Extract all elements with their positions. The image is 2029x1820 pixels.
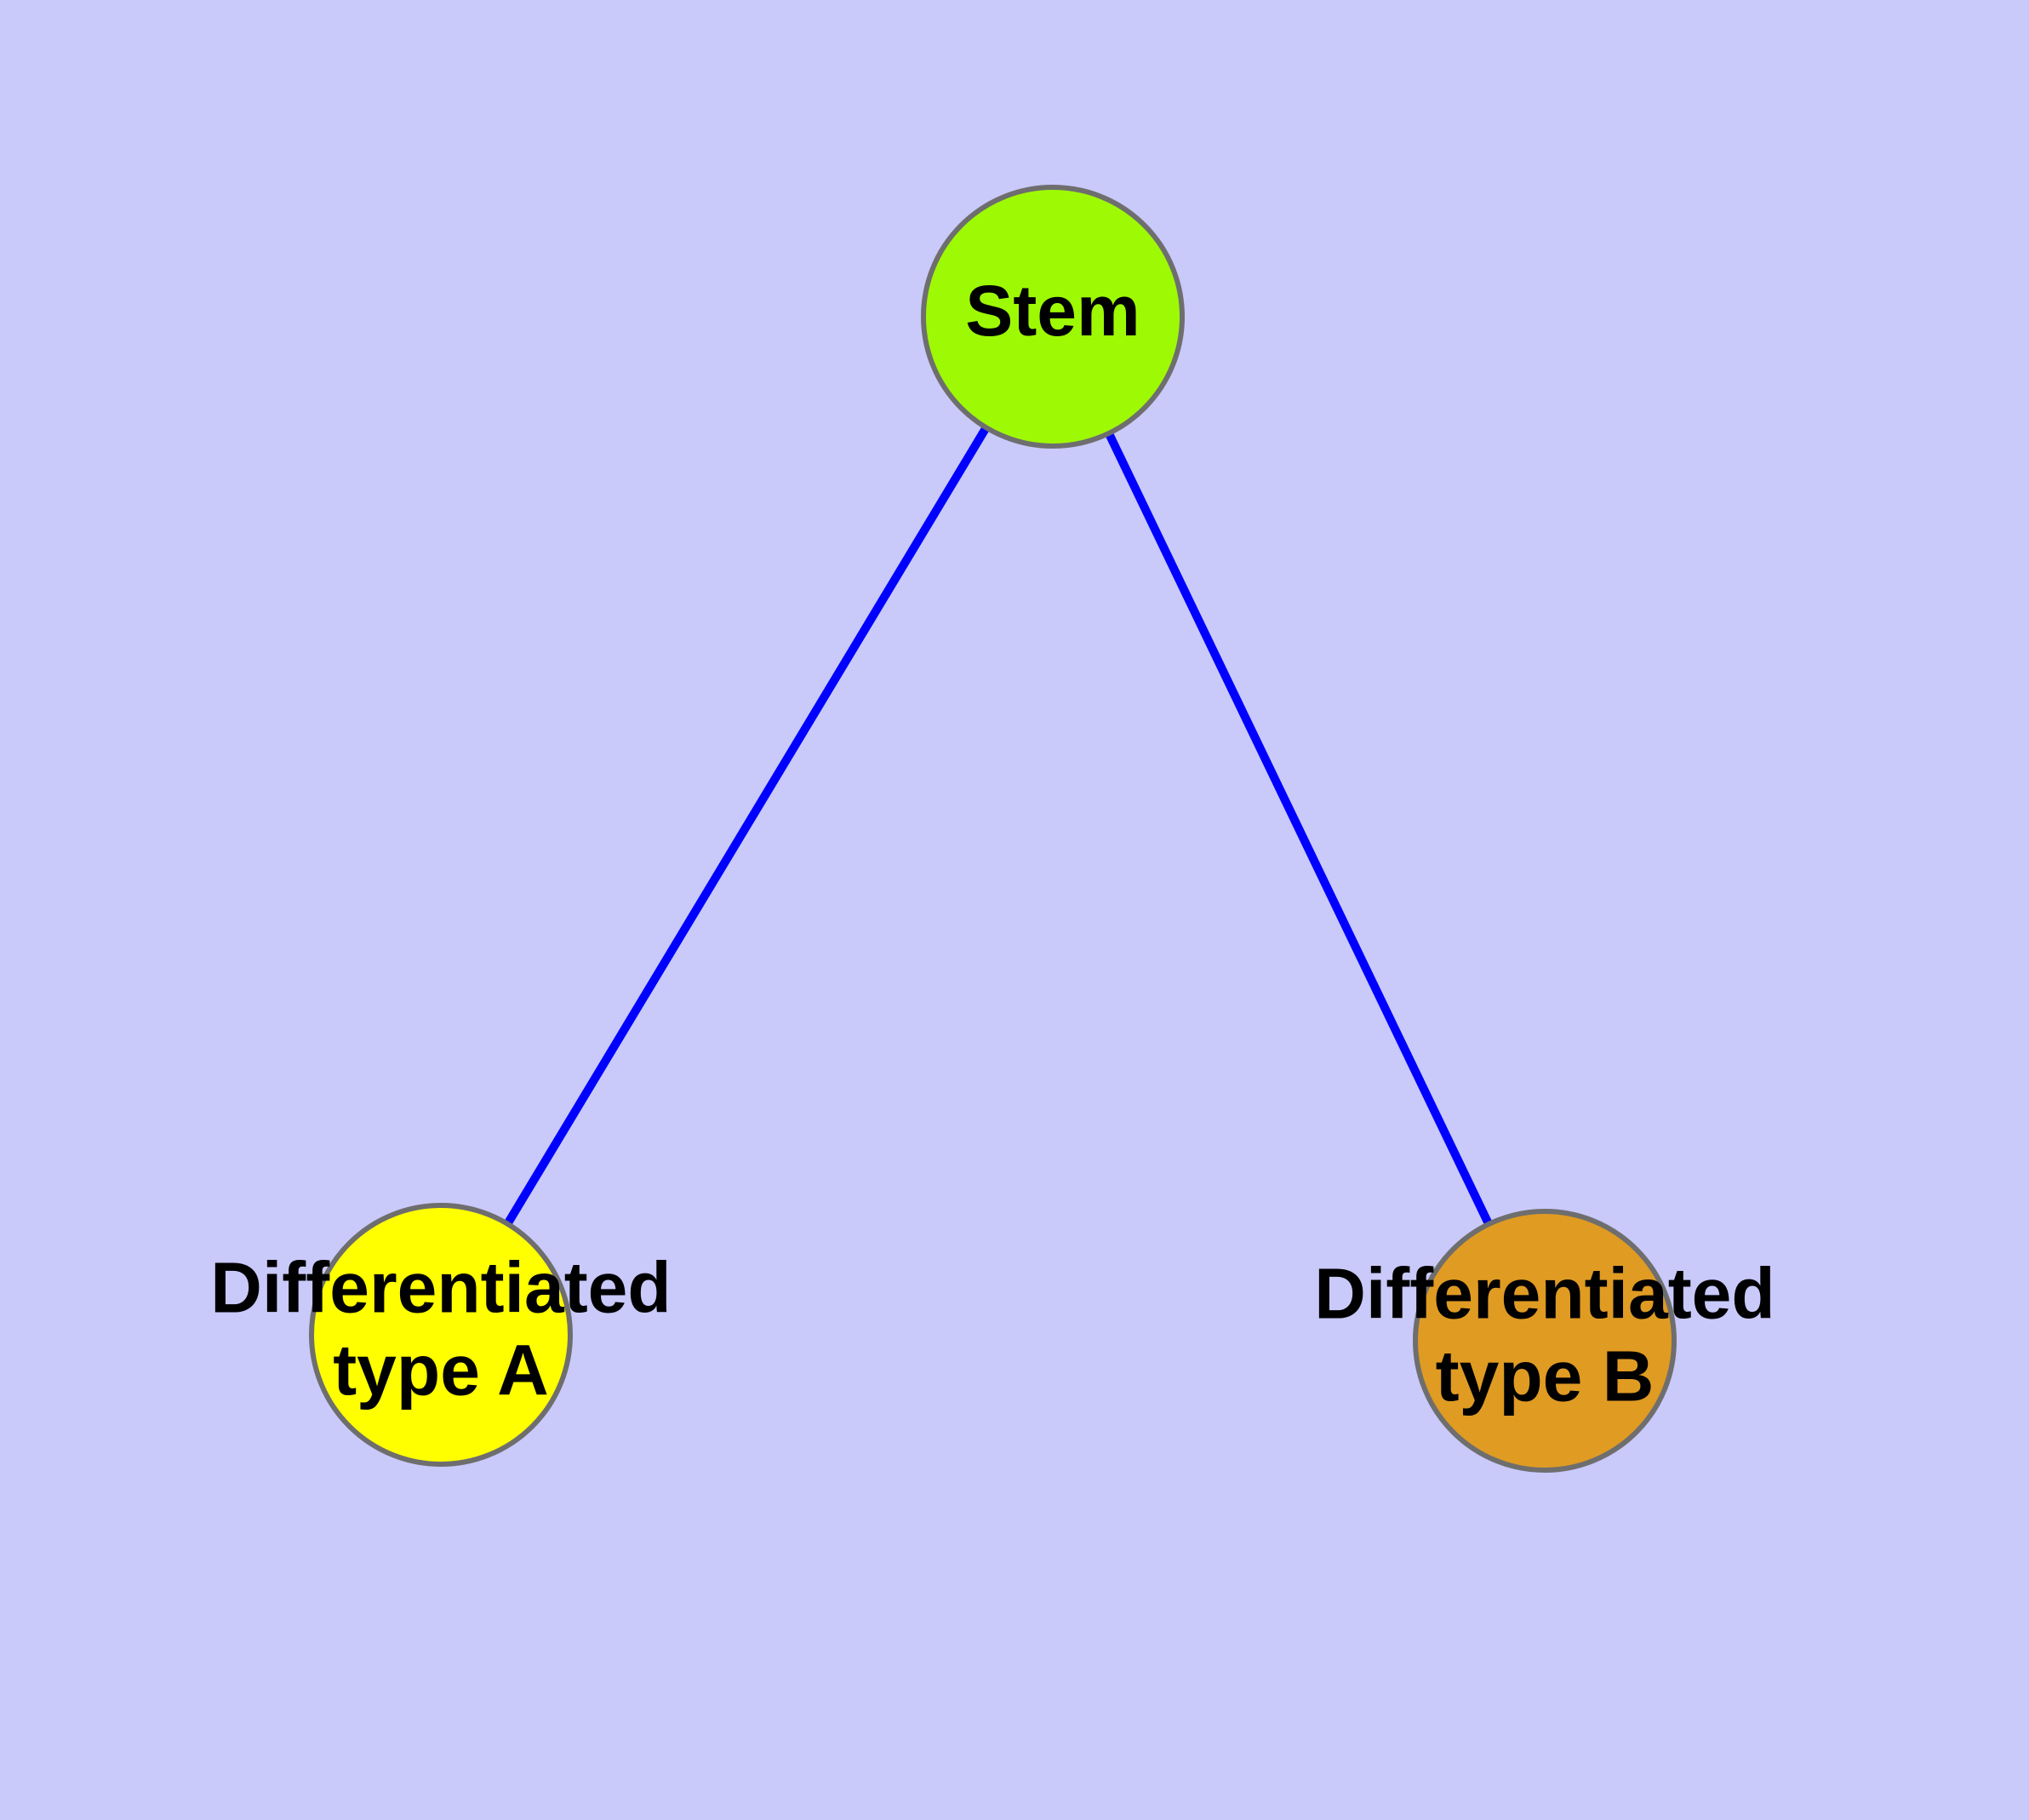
node-label-line: Differentiated (1314, 1253, 1775, 1333)
node-label-line: type A (333, 1331, 549, 1411)
node-circle-diff_a[interactable] (309, 1203, 573, 1467)
graph-node-diff_a[interactable] (309, 1203, 573, 1467)
graph-edge-stem-to-a[interactable] (437, 314, 1057, 1337)
node-circle-stem[interactable] (921, 185, 1185, 449)
node-label-line: Stem (965, 271, 1140, 351)
node-label-stem: Stem (965, 271, 1140, 351)
node-label-line: Differentiated (210, 1247, 671, 1327)
node-circle-diff_b[interactable] (1413, 1209, 1677, 1473)
graph-node-stem[interactable] (921, 185, 1185, 449)
node-label-line: type B (1436, 1336, 1655, 1417)
graph-edge-stem-to-b[interactable] (1049, 314, 1549, 1343)
graph-node-diff_b[interactable] (1413, 1209, 1677, 1473)
edges-layer (437, 314, 1549, 1343)
